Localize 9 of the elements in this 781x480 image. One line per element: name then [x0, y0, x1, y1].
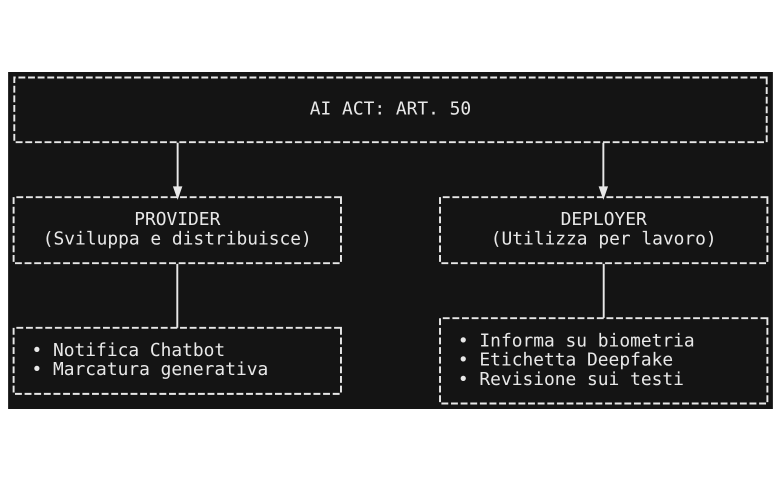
node-box: DEPLOYER (Utilizza per lavoro)	[439, 196, 768, 264]
arrow	[598, 142, 608, 200]
node-box: • Notifica Chatbot • Marcatura generativa	[12, 326, 342, 394]
connector	[176, 263, 178, 328]
node-box: • Informa su biometria • Etichetta Deepfake • Revisione sui testi	[439, 316, 768, 404]
connector	[602, 263, 605, 318]
node-box: PROVIDER (Sviluppa e distribuisce)	[12, 196, 342, 264]
node-box: AI ACT: ART. 50	[13, 76, 768, 143]
arrow	[172, 142, 182, 200]
